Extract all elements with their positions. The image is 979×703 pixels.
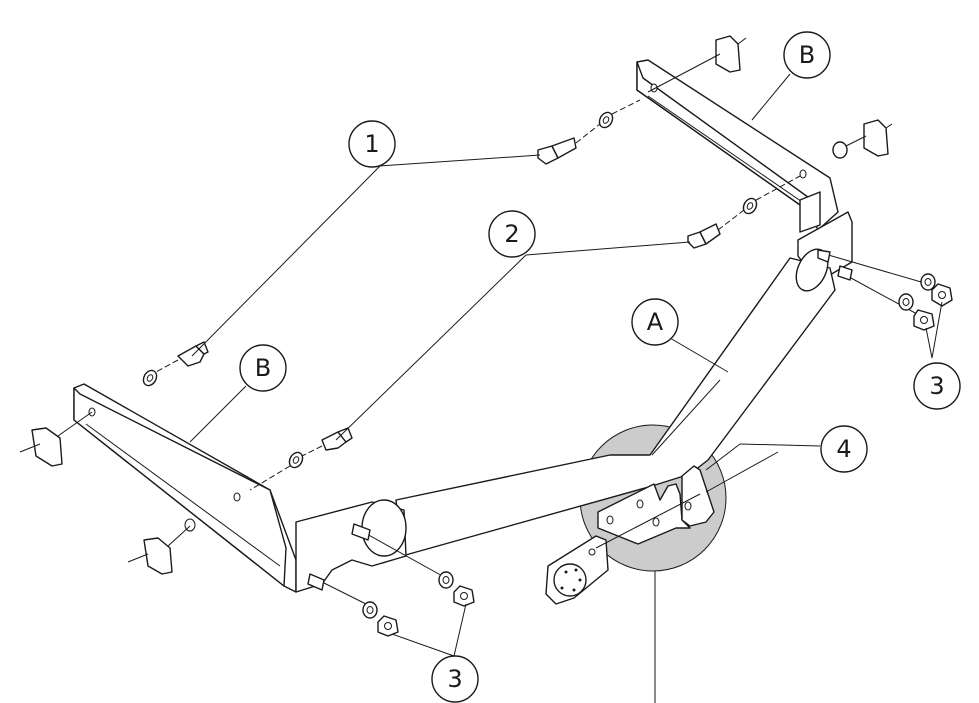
- socket-plate: [597, 465, 715, 545]
- electrical-socket-plate: [545, 493, 701, 605]
- clip-nut-right-2: [832, 119, 893, 159]
- svg-text:1: 1: [364, 130, 379, 158]
- bolt-long-left: [142, 341, 209, 387]
- svg-text:3: 3: [447, 665, 462, 693]
- clip-nut-left-1: [19, 411, 93, 467]
- svg-text:3: 3: [929, 372, 944, 400]
- bolt-short-top: [687, 175, 801, 249]
- callout-1: 1: [348, 120, 396, 168]
- nut-set-right: [817, 249, 953, 331]
- bolt-long-top: [537, 99, 641, 165]
- callout-b-top: B: [783, 31, 831, 79]
- leader-lines: [189, 73, 943, 657]
- bolt-short-left: [249, 427, 353, 491]
- callout-a: A: [631, 298, 679, 346]
- svg-text:B: B: [255, 354, 271, 382]
- crossbar: [395, 248, 836, 557]
- callout-3-left: 3: [431, 655, 479, 703]
- bracket-right: [636, 59, 853, 283]
- clip-nut-left-2: [127, 525, 191, 575]
- svg-text:B: B: [799, 41, 815, 69]
- callout-b-bottom: B: [239, 344, 287, 392]
- bracket-left: [73, 383, 407, 593]
- svg-text:2: 2: [504, 220, 519, 248]
- callout-4: 4: [820, 425, 868, 473]
- nut-set-left: [307, 523, 475, 637]
- clip-nut-right-1: [647, 35, 747, 93]
- svg-text:4: 4: [836, 435, 851, 463]
- svg-text:A: A: [647, 308, 664, 336]
- callout-2: 2: [488, 210, 536, 258]
- callout-3-right: 3: [913, 362, 961, 410]
